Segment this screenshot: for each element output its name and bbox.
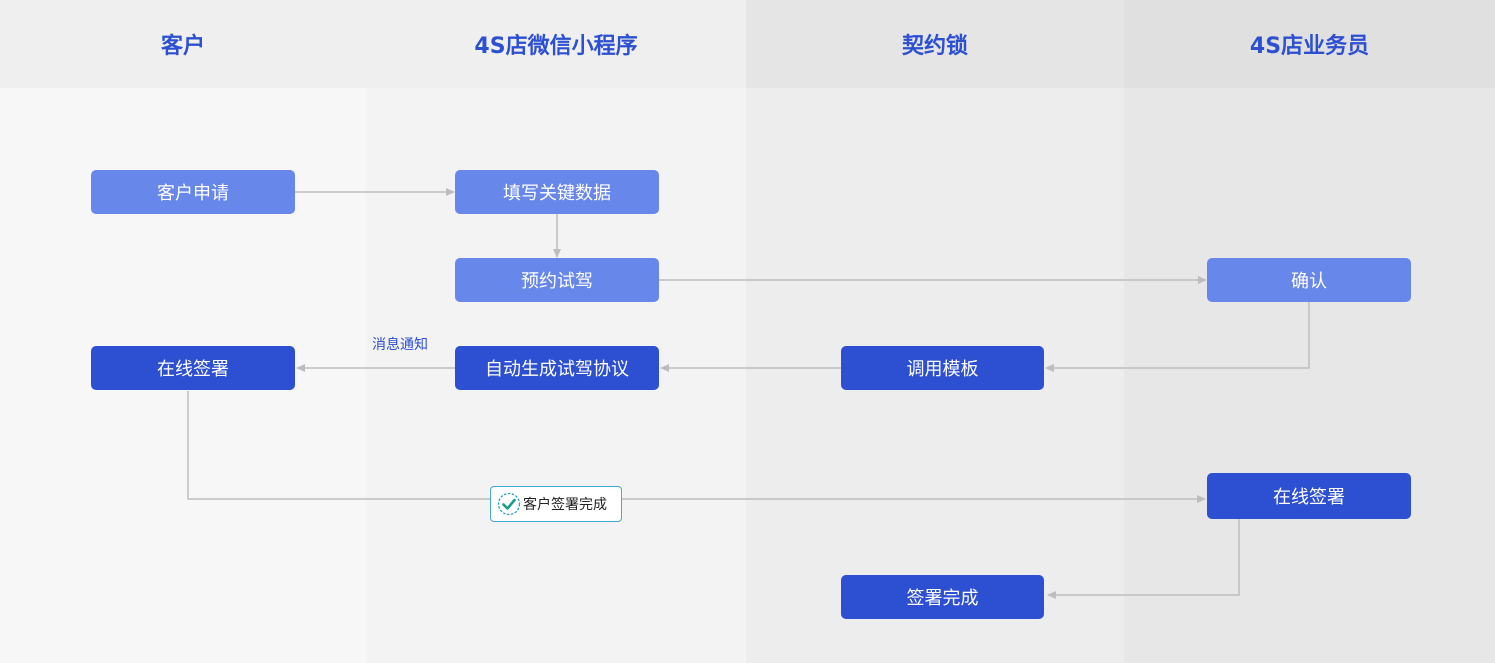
lane-wechat-miniprogram: 4S店微信小程序 (366, 0, 746, 663)
node-fill-data[interactable]: 填写关键数据 (455, 170, 659, 214)
arrow-confirm-to-template (1045, 302, 1310, 372)
lane-title: 客户 (0, 0, 366, 88)
edge-label-notify: 消息通知 (372, 337, 428, 353)
lane-title: 契约锁 (746, 0, 1124, 88)
node-call-template[interactable]: 调用模板 (841, 346, 1044, 390)
node-confirm[interactable]: 确认 (1207, 258, 1411, 302)
check-circle-icon (497, 492, 521, 516)
lane-title: 4S店业务员 (1124, 0, 1495, 88)
node-customer-apply[interactable]: 客户申请 (91, 170, 295, 214)
node-auto-generate[interactable]: 自动生成试驾协议 (455, 346, 659, 390)
node-online-sign-staff[interactable]: 在线签署 (1207, 473, 1411, 519)
lane-customer: 客户 (0, 0, 366, 663)
node-book-test-drive[interactable]: 预约试驾 (455, 258, 659, 302)
customer-signed-badge: 客户签署完成 (490, 486, 622, 522)
node-online-sign-customer[interactable]: 在线签署 (91, 346, 295, 390)
arrow-sign-to-staff-sign (187, 391, 1206, 503)
badge-label: 客户签署完成 (523, 497, 607, 513)
arrow-staff-sign-to-complete (1047, 519, 1240, 599)
lane-qiyuesuo: 契约锁 (746, 0, 1124, 663)
node-sign-complete[interactable]: 签署完成 (841, 575, 1044, 619)
lane-title: 4S店微信小程序 (366, 0, 746, 88)
